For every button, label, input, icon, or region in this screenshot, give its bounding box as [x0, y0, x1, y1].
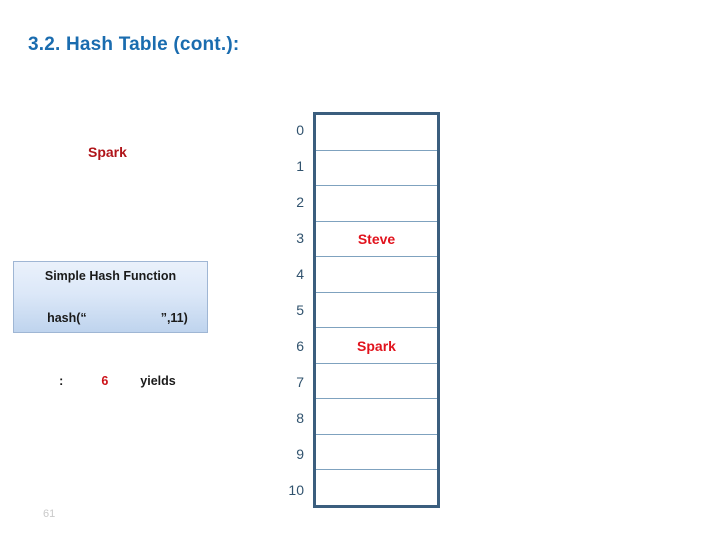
page-number: 61 [43, 508, 56, 520]
hash-key-label: Spark [88, 144, 127, 160]
index-label-7: 7 [296, 374, 304, 390]
table-row [316, 364, 437, 400]
hash-result-prefix: : [59, 374, 64, 388]
hash-table: Steve Spark [313, 112, 440, 508]
table-row [316, 115, 437, 151]
table-row [316, 435, 437, 471]
hash-table-index-column: 0 1 2 3 4 5 6 7 8 9 10 [265, 112, 305, 508]
table-row [316, 257, 437, 293]
page-title: 3.2. Hash Table (cont.): [28, 34, 240, 55]
hash-function-result: : 6 yields [14, 350, 207, 413]
index-label-10: 10 [288, 482, 304, 498]
table-row [316, 293, 437, 329]
index-label-5: 5 [296, 302, 304, 318]
hash-function-callout: Simple Hash Function hash(“ ”,11) : 6 yield… [13, 261, 208, 388]
hash-signature-prefix: hash(“ [47, 311, 87, 325]
table-row: Spark [316, 328, 437, 364]
hash-result-value: 6 [101, 374, 109, 388]
index-label-8: 8 [296, 410, 304, 426]
index-label-0: 0 [296, 122, 304, 138]
hash-function-signature: hash(“ ”,11) [14, 287, 207, 350]
hash-signature-suffix: ”,11) [160, 311, 188, 325]
slot-value-6: Spark [357, 337, 396, 354]
index-label-9: 9 [296, 446, 304, 462]
index-label-4: 4 [296, 266, 304, 282]
index-label-1: 1 [296, 158, 304, 174]
hash-function-title: Simple Hash Function [44, 269, 177, 283]
table-row [316, 151, 437, 187]
table-row [316, 470, 437, 505]
slot-value-3: Steve [357, 230, 396, 247]
hash-result-suffix: yields [140, 374, 176, 388]
table-row [316, 399, 437, 435]
index-label-2: 2 [296, 194, 304, 210]
index-label-6: 6 [296, 338, 304, 354]
table-row: Steve [316, 222, 437, 258]
table-row [316, 186, 437, 222]
index-label-3: 3 [296, 230, 304, 246]
